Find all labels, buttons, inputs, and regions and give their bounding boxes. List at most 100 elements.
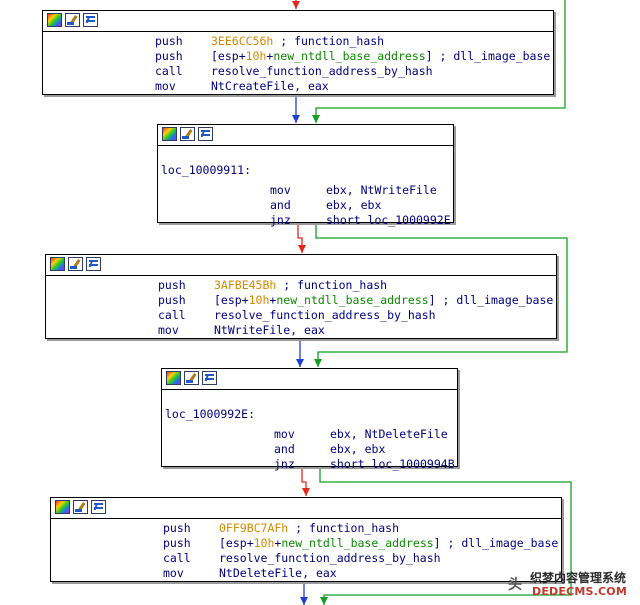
mnemonic: jnz [274,457,295,471]
operand: ebx, ebx [330,442,385,457]
mnemonic: mov [158,323,179,337]
operand-text: NtDeleteFile [219,566,303,580]
operand: NtCreateFile, eax [211,79,329,94]
operand: resolve_function_address_by_hash [211,64,433,79]
edge-b2-jnz-green-arrowhead [314,359,322,367]
edge-b4-to-b5-red-arrowhead [302,488,310,496]
operand-text: ebx, NtWriteFile [326,183,437,197]
operand-text: short loc_1000992E [326,213,451,227]
block-label[interactable]: loc_10009911: [161,163,252,177]
mnemonic: mov [270,183,291,197]
watermark-domain: DEDECMS.COM [532,585,627,598]
operand: NtDeleteFile, eax [219,566,337,581]
operand-text: ebx, ebx [326,198,382,212]
operand-text: ; function_hash [273,34,385,48]
edge-b2-to-b3-red-arrowhead [298,245,306,253]
edit-pencil-icon[interactable] [65,13,80,27]
mnemonic: push [155,49,183,63]
graph-color-icon[interactable] [162,127,177,141]
comment-flow-icon[interactable] [83,13,98,27]
operand: [esp+10h+new_ntdll_base_address] ; dll_i… [214,293,553,308]
graph-color-icon[interactable] [50,257,65,271]
mnemonic: call [158,308,186,322]
immediate-value: 10h [245,49,267,63]
block-header [51,498,561,519]
mnemonic: mov [163,566,184,580]
edit-pencil-icon[interactable] [73,500,88,514]
mnemonic: mov [274,427,295,441]
edge-b4-jnz-green-arrowhead [320,597,328,605]
mnemonic: and [270,198,291,212]
graph-color-icon[interactable] [166,371,181,385]
mnemonic: mov [155,79,176,93]
operand-text: + [274,536,282,550]
edge-b3-to-b4-arrowhead [296,359,304,367]
global-symbol: new_ntdll_base_address [276,293,429,307]
operand: resolve_function_address_by_hash [214,308,436,323]
edge-b1-to-b2-arrowhead [292,115,300,123]
operand-text: ; function_hash [288,521,400,535]
graph-color-icon[interactable] [55,500,70,514]
operand: ebx, NtWriteFile [326,183,437,198]
operand-text: , eax [302,566,337,580]
operand: ebx, NtDeleteFile [330,427,448,442]
edit-pencil-icon[interactable] [180,127,195,141]
immediate-value: 3EE6CC56h [211,34,274,48]
operand-text: ] ; dll_image_base [433,536,559,550]
block-lines: loc_10009911:mov ebx, NtWriteFile and ebx, … [158,146,453,227]
operand: [esp+10h+new_ntdll_base_address] ; dll_i… [211,49,550,64]
operand: short loc_1000992E [326,213,451,228]
operand: NtWriteFile, eax [214,323,325,338]
watermark: 头 织梦内容管理系统 DEDECMS.COM [508,568,638,602]
mnemonic: push [158,293,186,307]
block-header [162,369,457,390]
operand-text: ] ; dll_image_base [425,49,551,63]
comment-flow-icon[interactable] [202,371,217,385]
edit-pencil-icon[interactable] [184,371,199,385]
edge-top-incoming-red-arrowhead [292,1,300,9]
operand: 3AFBE45Bh ; function_hash [214,278,387,293]
operand: ebx, ebx [326,198,381,213]
operand-text: ] ; dll_image_base [428,293,554,307]
operand-text: [esp+ [211,49,246,63]
immediate-value: 0FF9BC7AFh [219,521,289,535]
edit-pencil-icon[interactable] [68,257,83,271]
edge-b4-jnz-green [319,468,572,605]
operand-text: , eax [294,79,329,93]
immediate-value: 10h [253,536,275,550]
global-symbol: new_ntdll_base_address [273,49,426,63]
operand: 0FF9BC7AFh ; function_hash [219,521,399,536]
block-label[interactable]: loc_1000992E: [165,407,256,421]
comment-flow-icon[interactable] [86,257,101,271]
block-header [46,255,556,276]
operand-text: [esp+ [219,536,254,550]
block-header [43,11,553,32]
comment-flow-icon[interactable] [198,127,213,141]
watermark-glyph: 头 [508,577,522,593]
operand-text: ; function_hash [276,278,388,292]
basic-block-loc-10009911[interactable]: loc_10009911:mov ebx, NtWriteFile and ebx, … [157,124,454,227]
mnemonic: push [163,536,191,550]
edge-b2-jnz-green [315,224,568,367]
graph-color-icon[interactable] [47,13,62,27]
operand-text: resolve_function_address_by_hash [211,64,433,78]
comment-flow-icon[interactable] [91,500,106,514]
operand: short loc_1000994B [330,457,455,472]
operand-text: [esp+ [214,293,249,307]
operand-text: resolve_function_address_by_hash [214,308,436,322]
immediate-value: 3AFBE45Bh [214,278,277,292]
global-symbol: new_ntdll_base_address [281,536,434,550]
edge-green-right-top-arrowhead [312,115,320,123]
operand-text: NtWriteFile [214,323,291,337]
operand-text: ebx, ebx [330,442,386,456]
